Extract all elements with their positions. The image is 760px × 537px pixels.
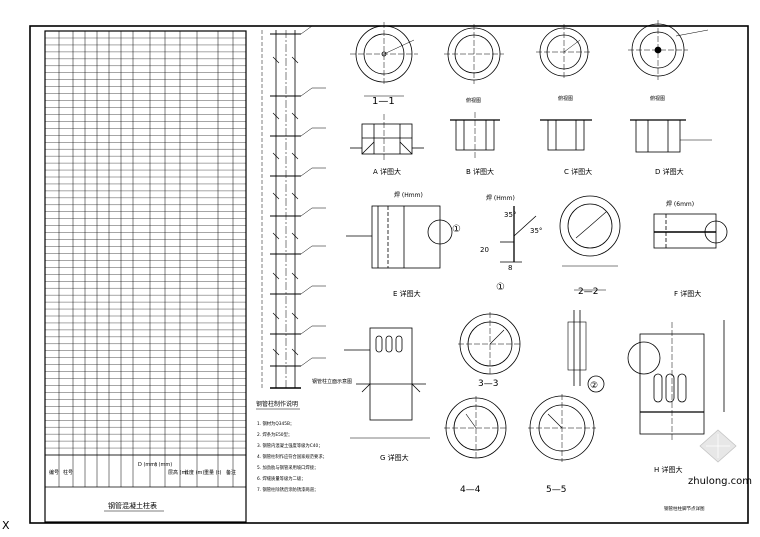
detail-h: H 详图大 — [627, 320, 725, 474]
stiffener-detail-2: ② — [567, 310, 605, 393]
cut-mark — [291, 112, 299, 120]
label-1-1: 1—1 — [372, 96, 395, 107]
cut-mark — [272, 348, 280, 356]
detail-b: B 详图大 — [450, 112, 500, 176]
cut-mark — [291, 232, 299, 240]
dim-8: 8 — [508, 264, 512, 272]
table-header-3: D (mm) — [138, 462, 157, 468]
watermark-logo — [699, 429, 737, 463]
detail-e: ① 焊 (Hmm) E 详图大 — [346, 191, 461, 298]
weld-label-f: 焊 (6mm) — [666, 200, 694, 208]
level-leader — [300, 127, 313, 137]
dim-20: 20 — [480, 246, 489, 254]
circle-1-e: ① — [452, 224, 461, 235]
note-line-3: 3. 钢管内混凝土强度等级为C40； — [257, 442, 323, 449]
plan-view-3: 俯视图 — [536, 24, 592, 102]
level-leader — [300, 245, 313, 255]
weld-label-e: 焊 (Hmm) — [394, 191, 423, 199]
weld-label-1: 焊 (Hmm) — [486, 194, 515, 202]
level-leader — [300, 285, 313, 295]
cut-mark — [291, 348, 299, 356]
label-detail-c: C 详图大 — [564, 167, 592, 176]
corner-mark: X — [2, 519, 10, 532]
fabrication-notes: 钢管柱制作说明 1. 钢材为Q345B； 2. 焊条为E50型； 3. 钢管内混… — [256, 400, 327, 493]
label-detail-e: E 详图大 — [393, 289, 421, 298]
note-line-6: 6. 焊缝质量等级为二级； — [257, 475, 305, 482]
note-line-1: 1. 钢材为Q345B； — [257, 420, 294, 427]
notes-title: 钢管柱制作说明 — [256, 400, 298, 408]
note-line-5: 5. 加劲肋与钢管采用坡口焊接； — [257, 464, 318, 471]
level-leader — [300, 167, 313, 177]
angle-1: 35° — [504, 211, 516, 219]
label-plan-4: 俯视图 — [650, 95, 665, 102]
cut-mark — [272, 192, 280, 200]
label-plan-3: 俯视图 — [558, 95, 573, 102]
cut-mark — [291, 152, 299, 160]
label-detail-d: D 详图大 — [655, 167, 684, 176]
note-line-2: 2. 焊条为E50型； — [257, 431, 292, 438]
cut-mark — [291, 272, 299, 280]
label-detail-f: F 详图大 — [674, 289, 701, 298]
plan-section-2-2: 2—2 — [559, 195, 621, 297]
circle-1-weld: ① — [496, 282, 505, 293]
level-leader — [300, 357, 313, 367]
detail-g: G 详图大 — [344, 327, 430, 462]
level-leader — [300, 207, 313, 217]
cut-mark — [291, 192, 299, 200]
detail-c: C 详图大 — [540, 119, 592, 176]
detail-a: A 详图大 — [350, 114, 424, 176]
angle-2: 35° — [530, 227, 542, 235]
plan-section-1-1: 1—1 — [350, 22, 418, 107]
cut-mark — [272, 152, 280, 160]
elevation-label: 钢管柱立面示意图 — [312, 378, 352, 385]
label-detail-b: B 详图大 — [466, 167, 494, 176]
cut-mark — [272, 232, 280, 240]
cut-mark — [272, 56, 280, 64]
cut-mark — [291, 312, 299, 320]
label-2-2: 2—2 — [578, 287, 598, 297]
watermark-text: zhulong.com — [688, 476, 752, 487]
plan-section-3-3: 3—3 — [458, 312, 522, 389]
plan-view-4: 俯视图 — [628, 20, 709, 102]
column-elevation: 钢管柱立面示意图 — [261, 25, 352, 389]
note-line-4: 4. 钢管柱制作应符合国家规范要求； — [257, 453, 327, 460]
level-leader — [300, 325, 313, 335]
label-5-5: 5—5 — [546, 485, 566, 495]
table-header-2: 柱号 — [63, 469, 73, 476]
plan-section-4-4: 4—4 — [444, 396, 508, 495]
sheet-border — [29, 25, 749, 524]
cut-mark — [272, 272, 280, 280]
circle-2: ② — [590, 381, 598, 391]
note-line-7: 7. 钢管柱除锈后涂防锈漆两道； — [257, 486, 318, 493]
label-3-3: 3—3 — [478, 379, 498, 389]
table-header-8: 备注 — [226, 469, 236, 476]
cut-mark — [272, 312, 280, 320]
column-schedule-table: 编号 柱号 D (mm) t (mm) 层高 (m) 长度 (m) 重量 (t)… — [44, 30, 247, 523]
plan-view-2: 俯视图 — [444, 24, 504, 104]
label-detail-h: H 详图大 — [654, 465, 683, 474]
table-header-1: 编号 — [49, 469, 59, 476]
cut-mark — [272, 112, 280, 120]
table-header-4: t (mm) — [155, 462, 172, 468]
label-detail-g: G 详图大 — [380, 453, 409, 462]
cut-mark — [291, 56, 299, 64]
detail-f: 焊 (6mm) F 详图大 — [653, 200, 728, 298]
level-leader — [300, 25, 313, 35]
table-header-7: 重量 (t) — [204, 469, 222, 476]
label-plan-2: 俯视图 — [466, 97, 481, 104]
table-header-5: 层高 (m) — [168, 469, 188, 476]
table-header-6: 长度 (m) — [184, 469, 204, 476]
label-detail-a: A 详图大 — [373, 167, 401, 176]
level-leader — [300, 87, 313, 97]
weld-detail-1: 焊 (Hmm) 35° 35° 20 8 ① — [480, 194, 542, 293]
table-title: 钢管混凝土柱表 — [108, 501, 157, 510]
bottom-note: 钢管柱柱脚节点详图 — [664, 505, 705, 512]
label-4-4: 4—4 — [460, 485, 481, 495]
plan-section-5-5: 5—5 — [528, 394, 596, 495]
detail-d: D 详图大 — [630, 119, 712, 176]
